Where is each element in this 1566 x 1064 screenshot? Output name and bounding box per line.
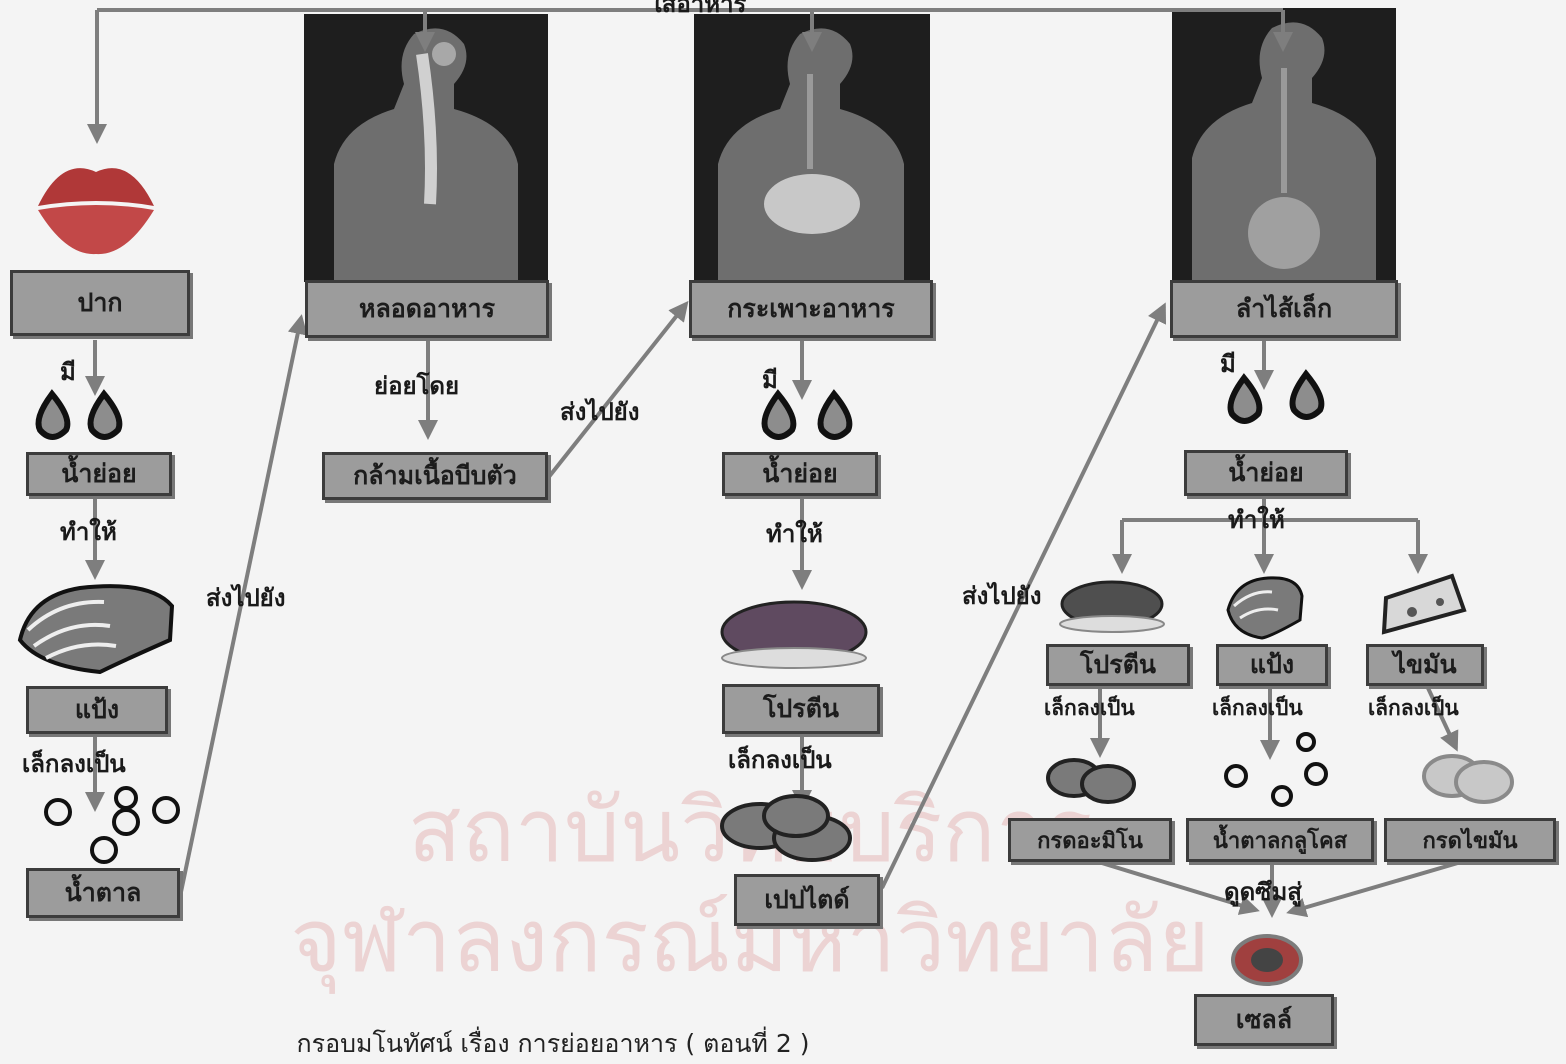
mouth-enzyme-box: น้ำย่อย	[26, 452, 172, 496]
intestine-starch-breaks-down-label: เล็กลงเป็น	[1212, 692, 1303, 725]
intestine-starch-box: แป้ง	[1216, 644, 1328, 686]
enzyme-drop-icon	[1231, 378, 1260, 421]
glucose-box: น้ำตาลกลูโคส	[1186, 818, 1374, 862]
mouth-causes-label: ทำให้	[60, 512, 117, 551]
absorb-label: ดูดซึมสู่	[1224, 872, 1302, 911]
intestine-fat-box: ไขมัน	[1366, 644, 1484, 686]
fatty-acid-icon	[1424, 756, 1512, 802]
esophagus-digest-by-label: ย่อยโดย	[374, 366, 459, 405]
glucose-molecule-icon	[1226, 734, 1326, 805]
mouth-sugar-box: น้ำตาล	[26, 868, 180, 918]
bread-icon	[1228, 578, 1302, 638]
amino-acid-icon	[1048, 760, 1134, 802]
lips-icon	[38, 168, 154, 254]
stomach-send-label: ส่งไปยัง	[962, 576, 1041, 615]
bread-icon	[20, 586, 172, 672]
mouth-has-label: มี	[60, 352, 76, 391]
cheese-icon	[1384, 576, 1464, 632]
enzyme-drop-icon	[91, 394, 120, 437]
intestine-has-label: มี	[1220, 344, 1236, 383]
mouth-send-label: ส่งไปยัง	[206, 578, 285, 617]
intestine-enzyme-box: น้ำย่อย	[1184, 450, 1348, 496]
small-intestine-box: ลำไส้เล็ก	[1170, 280, 1398, 338]
diagram-caption: กรอบมโนทัศน์ เรื่อง การย่อยอาหาร ( ตอนที…	[0, 1024, 1336, 1064]
stomach-breaks-down-label: เล็กลงเป็น	[728, 740, 832, 779]
intestine-protein-breaks-down-label: เล็กลงเป็น	[1044, 692, 1135, 725]
enzyme-drop-icon	[1293, 374, 1322, 417]
stomach-enzyme-box: น้ำย่อย	[722, 452, 878, 496]
mouth-breaks-down-label: เล็กลงเป็น	[22, 744, 126, 783]
esophagus-send-label: ส่งไปยัง	[560, 392, 639, 431]
meat-icon	[722, 602, 866, 668]
amino-acid-box: กรดอะมิโน	[1008, 818, 1172, 862]
mouth-starch-box: แป้ง	[26, 686, 168, 734]
stomach-protein-box: โปรตีน	[722, 684, 880, 734]
stomach-box: กระเพาะอาหาร	[689, 280, 933, 338]
meat-icon	[1060, 582, 1164, 632]
intestine-causes-label: ทำให้	[1228, 500, 1285, 539]
enzyme-drop-icon	[765, 394, 794, 437]
enzyme-drop-icon	[39, 394, 68, 437]
stomach-causes-label: ทำให้	[766, 514, 823, 553]
muscle-contraction-box: กล้ามเนื้อบีบตัว	[322, 452, 548, 500]
peptide-icon	[722, 796, 850, 860]
feed-label: ใส่อาหาร	[650, 0, 746, 23]
esophagus-box: หลอดอาหาร	[305, 280, 549, 338]
enzyme-drop-icon	[821, 394, 850, 437]
intestine-fat-breaks-down-label: เล็กลงเป็น	[1368, 692, 1459, 725]
fatty-acid-box: กรดไขมัน	[1384, 818, 1556, 862]
glucose-molecule-icon	[46, 788, 178, 862]
mouth-box: ปาก	[10, 270, 190, 336]
peptide-box: เปปไตด์	[734, 874, 880, 926]
stomach-has-label: มี	[762, 360, 778, 399]
cell-icon	[1233, 936, 1301, 984]
intestine-protein-box: โปรตีน	[1046, 644, 1190, 686]
